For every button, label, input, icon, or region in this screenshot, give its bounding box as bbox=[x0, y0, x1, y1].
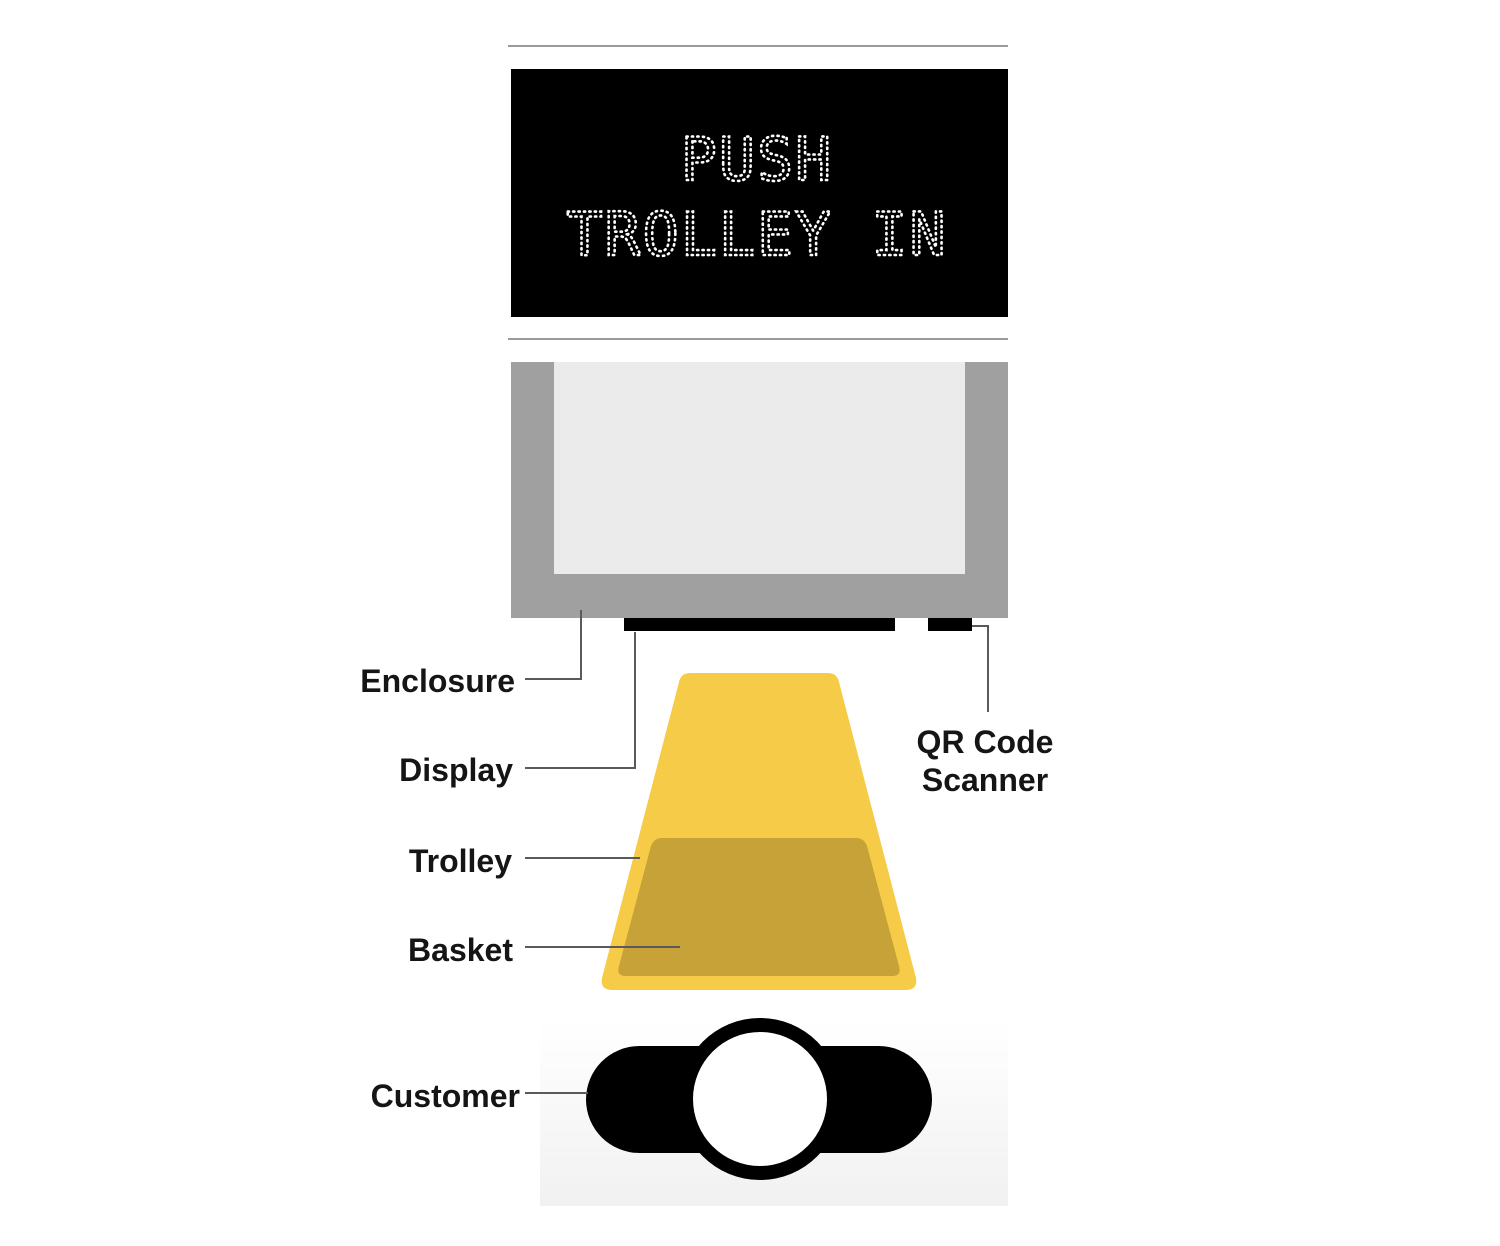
basket bbox=[618, 838, 900, 976]
label-scanner: Scanner bbox=[922, 762, 1048, 798]
leader-display bbox=[525, 632, 636, 769]
customer-head bbox=[693, 1032, 827, 1166]
label-customer: Customer bbox=[371, 1078, 520, 1114]
enclosure bbox=[511, 362, 1008, 618]
enclosure-interior bbox=[554, 362, 965, 574]
display-strip bbox=[624, 618, 895, 631]
sign-text-line2: TROLLEY IN bbox=[566, 200, 947, 270]
led-sign-panel bbox=[511, 69, 1008, 317]
label-enclosure: Enclosure bbox=[360, 663, 515, 699]
led-sign: PUSH TROLLEY IN bbox=[511, 69, 1008, 317]
leader-qr-scanner bbox=[972, 625, 989, 712]
label-qr-code: QR Code bbox=[917, 724, 1054, 760]
qr-scanner bbox=[928, 618, 972, 631]
label-basket: Basket bbox=[408, 932, 513, 968]
trolley bbox=[601, 673, 917, 990]
customer bbox=[586, 1018, 932, 1180]
label-display: Display bbox=[399, 752, 513, 788]
leader-enclosure bbox=[525, 610, 582, 680]
sign-text-line1: PUSH bbox=[681, 125, 834, 195]
label-trolley: Trolley bbox=[409, 843, 512, 879]
